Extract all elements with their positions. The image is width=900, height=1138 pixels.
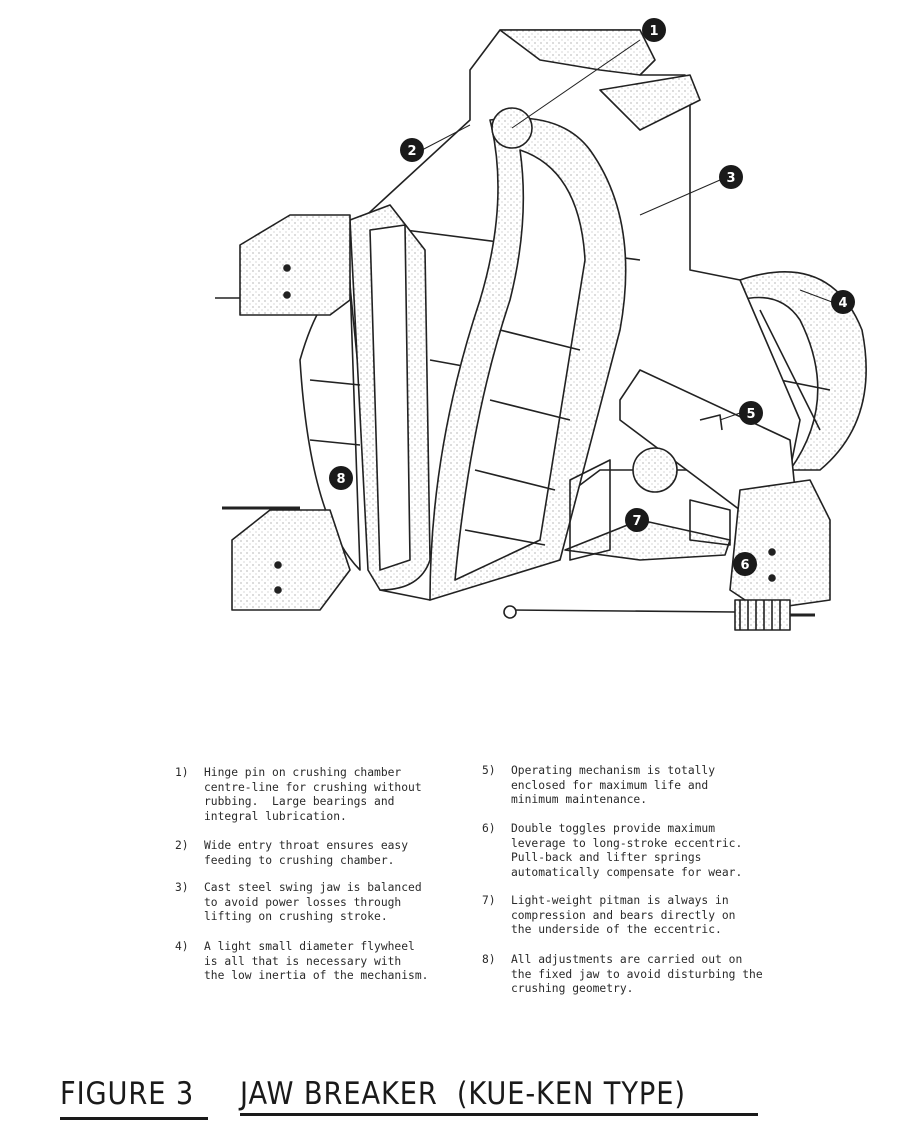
svg-text:1: 1 [649,24,658,39]
note-number: 4) [175,940,189,953]
flywheel [739,271,867,471]
note-number: 1) [175,766,189,779]
callout-3: 3 [719,165,743,189]
note-text: Wide entry throat ensures easy feeding t… [204,839,409,867]
note-text: Cast steel swing jaw is balanced to avoi… [204,881,422,924]
note-number: 5) [482,764,496,777]
tension-rod-spring [503,599,815,631]
figure-title: JAW BREAKER (KUE-KEN TYPE) [240,1076,686,1112]
note-text: A light small diameter flywheel is all t… [204,940,429,983]
svg-text:5: 5 [746,407,755,422]
note-text: All adjustments are carried out on the f… [511,953,763,996]
note-number: 6) [482,822,496,835]
svg-text:8: 8 [336,472,345,487]
note-number: 8) [482,953,496,966]
figure-label: FIGURE 3 [60,1076,195,1112]
callout-2: 2 [400,138,424,162]
base-block-right [729,479,831,611]
svg-text:6: 6 [740,558,749,573]
eccentric-pitman [564,447,731,561]
callout-5: 5 [739,401,763,425]
note-text: Double toggles provide maximum leverage … [511,822,743,879]
callout-7: 7 [625,508,649,532]
note-text: Hinge pin on crushing chamber centre-lin… [204,766,422,823]
figure-label-underline [60,1117,208,1120]
svg-text:3: 3 [726,171,735,186]
adjustment-block-lower [222,506,351,611]
figure-title-underline [240,1113,758,1116]
callout-8: 8 [329,466,353,490]
note-text: Light-weight pitman is always in compres… [511,894,736,937]
note-number: 3) [175,881,189,894]
callout-6: 6 [733,552,757,576]
adjustment-block-upper [215,214,351,316]
swing-jaw [429,117,627,601]
note-number: 2) [175,839,189,852]
svg-text:2: 2 [407,144,416,159]
note-text: Operating mechanism is totally enclosed … [511,764,716,807]
jaw-breaker-cutaway-drawing: 1 2 3 4 5 6 7 8 [215,18,867,631]
fixed-jaw [299,204,431,591]
note-number: 7) [482,894,496,907]
callout-4: 4 [831,290,855,314]
svg-text:4: 4 [838,296,847,311]
svg-text:7: 7 [632,514,641,529]
callout-1: 1 [642,18,666,42]
